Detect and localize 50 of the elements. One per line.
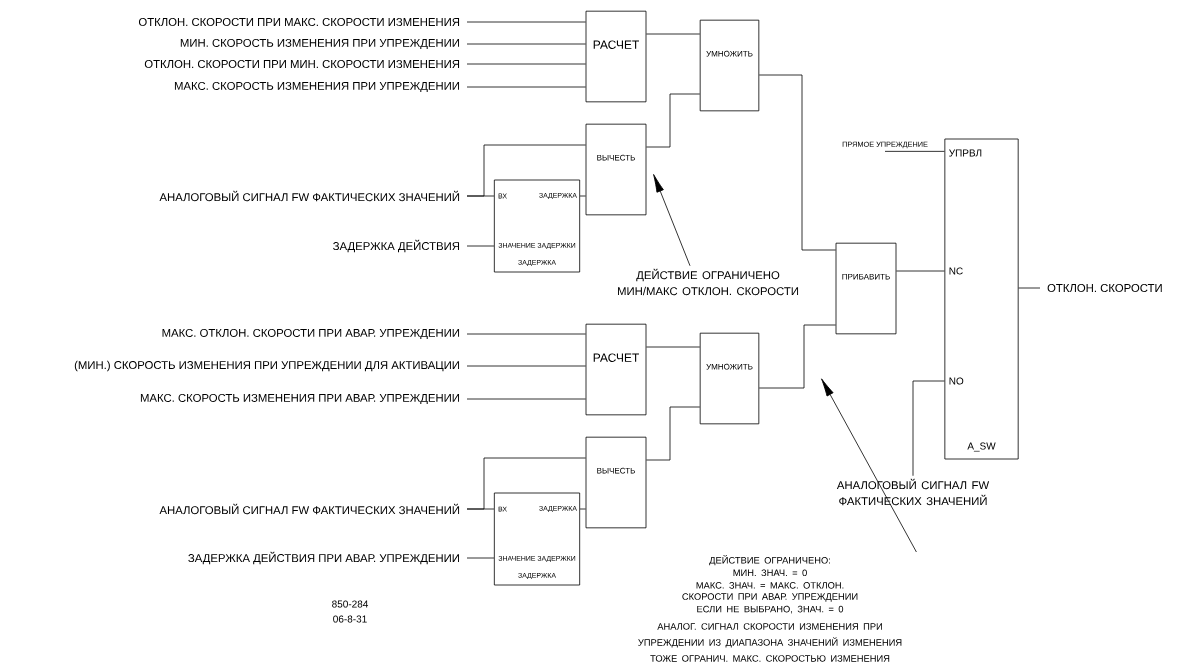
signal-line xyxy=(466,457,586,510)
function-block: РАСЧЕТ xyxy=(585,323,647,416)
signal-line xyxy=(646,346,701,348)
signal-line xyxy=(466,557,495,559)
function-block: РАСЧЕТ xyxy=(585,10,647,103)
signal-label: ЗАДЕРЖКА ДЕЙСТВИЯ xyxy=(333,239,459,253)
signal-line xyxy=(579,508,586,510)
signal-line xyxy=(758,324,836,389)
leader-line xyxy=(821,378,917,553)
drawing-number: 06-8-31 xyxy=(333,615,367,623)
function-block: ВЫЧЕСТЬ xyxy=(585,123,647,216)
signal-label: ЗАДЕРЖКА ДЕЙСТВИЯ ПРИ АВАР. УПРЕЖДЕНИИ xyxy=(188,551,459,565)
signal-label: (МИН.) СКОРОСТЬ ИЗМЕНЕНИЯ ПРИ УПРЕЖДЕНИИ ДЛЯ АКТИВАЦИИ xyxy=(74,360,460,372)
signal-line xyxy=(1018,287,1041,289)
signal-line xyxy=(466,21,586,23)
signal-label: ОТКЛОН. СКОРОСТИ xyxy=(1047,284,1162,292)
signal-line xyxy=(466,43,586,45)
signal-line xyxy=(466,63,586,65)
note-text: АНАЛОГОВЫЙ СИГНАЛ FW ФАКТИЧЕСКИХ ЗНАЧЕНИЙ xyxy=(836,478,990,506)
signal-line xyxy=(884,150,945,152)
signal-line xyxy=(466,245,495,247)
signal-line xyxy=(466,144,586,197)
signal-line xyxy=(896,270,945,272)
note-text: ДЕЙСТВИЕ ОГРАНИЧЕНО МИН/МАКС ОТКЛОН. СКОРОСТИ xyxy=(618,268,799,296)
signal-line xyxy=(646,406,701,461)
function-block: УМНОЖИТЬ xyxy=(699,19,760,112)
signal-label: АНАЛОГОВЫЙ СИГНАЛ FW ФАКТИЧЕСКИХ ЗНАЧЕНИЙ xyxy=(159,190,460,202)
function-block: ВЫЧЕСТЬ xyxy=(585,436,647,529)
signal-label: МАКС. ОТКЛОН. СКОРОСТИ ПРИ АВАР. УПРЕЖДЕНИИ xyxy=(162,328,460,340)
signal-label: МИН. СКОРОСТЬ ИЗМЕНЕНИЯ ПРИ УПРЕЖДЕНИИ xyxy=(180,38,459,50)
function-block: ПРИБАВИТЬ xyxy=(835,242,897,335)
signal-label: МАКС. СКОРОСТЬ ИЗМЕНЕНИЯ ПРИ УПРЕЖДЕНИИ xyxy=(174,81,459,93)
signal-line xyxy=(466,86,586,88)
function-block: УМНОЖИТЬ xyxy=(699,332,760,425)
signal-line xyxy=(912,380,945,477)
signal-line xyxy=(646,33,701,35)
signal-line xyxy=(758,74,836,251)
switch-block: УПРВЛ NC NO A_SW xyxy=(944,138,1019,460)
signal-line xyxy=(466,398,586,400)
signal-line xyxy=(646,93,701,148)
signal-label: ОТКЛОН. СКОРОСТИ ПРИ МАКС. СКОРОСТИ ИЗМЕНЕНИЯ xyxy=(138,18,460,26)
signal-line xyxy=(579,195,586,197)
signal-label: ОТКЛОН. СКОРОСТИ ПРИ МИН. СКОРОСТИ ИЗМЕНЕНИЯ xyxy=(144,60,460,68)
signal-label: АНАЛОГОВЫЙ СИГНАЛ FW ФАКТИЧЕСКИХ ЗНАЧЕНИЙ xyxy=(159,503,460,515)
signal-line xyxy=(466,333,586,335)
note-text: ДЕЙСТВИЕ ОГРАНИЧЕНО: МИН. ЗНАЧ. = 0 МАКС. ЗНАЧ. = МАКС. ОТКЛОН. СКОРОСТИ ПРИ АВАР. УПРЕЖДЕНИИ ЕСЛИ НЕ ВЫБРАНО, ЗНАЧ. = 0 АНАЛОГ. СИГНАЛ СКОРОСТИ ИЗМЕНЕНИЯ ПРИ УПРЕЖДЕНИИ ИЗ ДИАПАЗОНА ЗНАЧЕНИЙ ИЗМЕНЕНИЯ ТОЖЕ ОГРАНИЧ. МАКС. СКОРОСТЬЮ ИЗМЕНЕНИЯ xyxy=(638,555,902,662)
signal-line xyxy=(653,174,691,267)
signal-line xyxy=(466,365,586,367)
signal-label: МАКС. СКОРОСТЬ ИЗМЕНЕНИЯ ПРИ АВАР. УПРЕЖДЕНИИ xyxy=(140,393,459,405)
drawing-number: 850-284 xyxy=(332,600,369,608)
